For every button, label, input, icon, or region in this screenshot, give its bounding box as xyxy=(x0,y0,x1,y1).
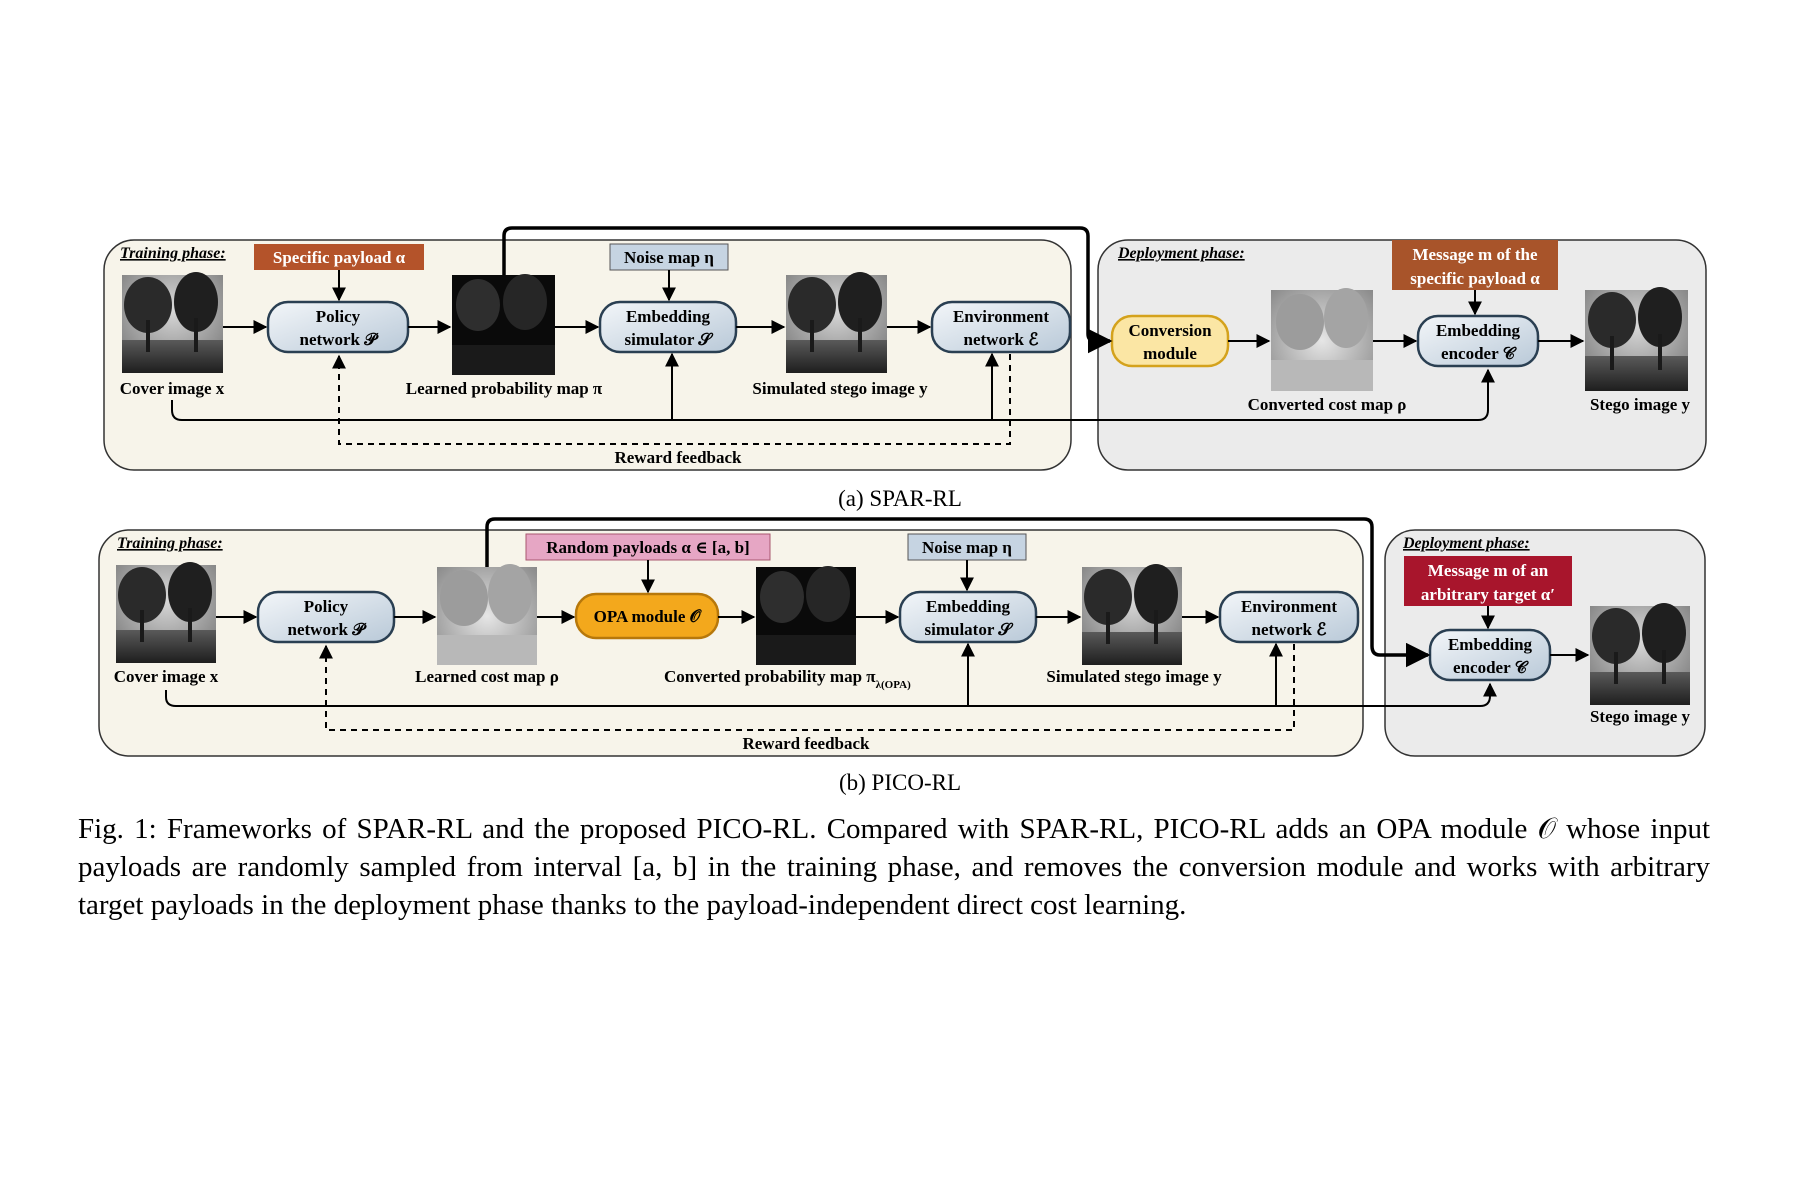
noise-map-label-b: Noise map η xyxy=(922,538,1012,557)
embedding-encoder-line2-b: encoder 𝒞 xyxy=(1453,658,1530,677)
arrows-b xyxy=(165,517,1590,731)
cover-image-caption-a: Cover image x xyxy=(120,379,225,398)
stego-image-b xyxy=(1590,603,1690,705)
specific-payload-tag xyxy=(254,244,424,270)
cover-image-b xyxy=(116,562,216,663)
reward-feedback-label-b: Reward feedback xyxy=(742,734,870,753)
policy-network-line2-b: network 𝒫 xyxy=(288,620,368,639)
converted-cost-map-caption: Converted cost map ρ xyxy=(1248,395,1407,414)
stego-image-caption-a: Stego image y xyxy=(1590,395,1691,414)
converted-probability-map-caption: Converted probability map πλ(OPA) xyxy=(664,667,911,691)
stego-image-caption-b: Stego image y xyxy=(1590,707,1691,726)
training-phase-box-b xyxy=(98,529,1364,757)
learned-cost-map-caption: Learned cost map ρ xyxy=(415,667,559,686)
training-phase-label: Training phase: xyxy=(120,245,226,262)
panel-b: Training phase: Deployment phase: xyxy=(98,517,1706,757)
embedding-encoder-line1-a: Embedding xyxy=(1436,321,1521,340)
environment-network-node-a xyxy=(930,300,1072,354)
simulated-stego-caption-a: Simulated stego image y xyxy=(752,379,928,398)
arrows-a xyxy=(171,226,1585,445)
environment-network-line1-a: Environment xyxy=(953,307,1049,326)
policy-network-line2-a: network 𝒫 xyxy=(300,330,380,349)
embedding-simulator-line2-a: simulator 𝒮 xyxy=(625,330,714,349)
embedding-encoder-line1-b: Embedding xyxy=(1448,635,1533,654)
embedding-simulator-line2-b: simulator 𝒮 xyxy=(925,620,1014,639)
panel-a: Training phase: Deployment phase: xyxy=(103,226,1707,471)
converted-probability-map-text: Converted probability map π xyxy=(664,667,876,686)
message-arbitrary-line1: Message m of an xyxy=(1428,561,1549,580)
random-payloads-label: Random payloads α ∈ [a, b] xyxy=(546,538,749,557)
noise-map-tag-a xyxy=(609,243,729,271)
deployment-phase-label: Deployment phase: xyxy=(1117,245,1245,262)
training-phase-label-b: Training phase: xyxy=(117,535,223,552)
environment-network-line2-b: network ℰ xyxy=(1252,620,1327,639)
simulated-stego-caption-b: Simulated stego image y xyxy=(1046,667,1222,686)
specific-payload-label: Specific payload α xyxy=(273,248,406,267)
simulated-stego-image-b xyxy=(1082,564,1182,665)
environment-network-line2-a: network ℰ xyxy=(964,330,1039,349)
random-payloads-tag xyxy=(525,533,771,561)
figure-caption: Fig. 1: Frameworks of SPAR-RL and the pr… xyxy=(78,813,1710,921)
learned-cost-map-image xyxy=(437,564,537,665)
message-arbitrary-line2: arbitrary target α′ xyxy=(1421,585,1555,604)
reward-feedback-label-a: Reward feedback xyxy=(614,448,742,467)
opa-module-label: OPA module 𝒪 xyxy=(594,607,703,626)
message-specific-line2: specific payload α xyxy=(1410,269,1540,288)
stego-image-a xyxy=(1585,287,1688,391)
learned-probability-map-caption: Learned probability map π xyxy=(406,379,603,398)
noise-map-label-a: Noise map η xyxy=(624,248,714,267)
cover-image-caption-b: Cover image x xyxy=(114,667,219,686)
embedding-encoder-line2-a: encoder 𝒞 xyxy=(1441,344,1518,363)
embedding-simulator-line1-b: Embedding xyxy=(926,597,1011,616)
message-specific-tag xyxy=(1392,240,1558,290)
environment-network-node-b xyxy=(1218,590,1360,644)
converted-cost-map-image xyxy=(1271,288,1373,391)
conversion-module-line1: Conversion xyxy=(1128,321,1212,340)
cover-image-a xyxy=(122,272,223,373)
conversion-module-line2: module xyxy=(1143,344,1197,363)
policy-network-line1-a: Policy xyxy=(316,307,361,326)
simulated-stego-image-a xyxy=(786,272,887,373)
embedding-simulator-line1-a: Embedding xyxy=(626,307,711,326)
converted-probability-map-subscript: λ(OPA) xyxy=(876,679,911,691)
converted-probability-map-image xyxy=(756,566,856,665)
message-arbitrary-tag xyxy=(1404,556,1572,606)
learned-probability-map-image xyxy=(452,274,555,375)
subcaption-b: (b) PICO-RL xyxy=(839,770,961,795)
message-specific-line1: Message m of the xyxy=(1412,245,1538,264)
policy-network-line1-b: Policy xyxy=(304,597,349,616)
training-phase-box xyxy=(103,239,1072,471)
deployment-phase-label-b: Deployment phase: xyxy=(1402,535,1530,552)
subcaption-a: (a) SPAR-RL xyxy=(838,486,962,511)
environment-network-line1-b: Environment xyxy=(1241,597,1337,616)
